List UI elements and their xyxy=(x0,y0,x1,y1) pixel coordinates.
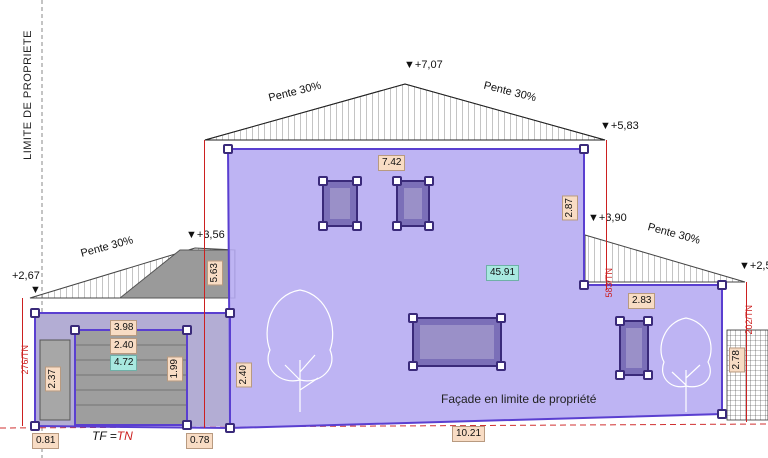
level-main-eave: ▼+5,83 xyxy=(600,120,639,132)
handle-w4-tr[interactable] xyxy=(643,316,653,326)
tag-main-area[interactable]: 45.91 xyxy=(486,265,520,281)
tag-garage-height[interactable]: 5.63 xyxy=(207,260,223,286)
tag-wall-height-240[interactable]: 2.40 xyxy=(236,362,252,388)
handle-w2-tr[interactable] xyxy=(424,176,434,186)
tag-right-height[interactable]: 2.78 xyxy=(729,347,745,373)
dim-line-far-right xyxy=(746,282,747,422)
property-line-label: LIMITE DE PROPRIETE xyxy=(22,30,34,160)
handle-right-br[interactable] xyxy=(717,409,727,419)
handle-w1-tl[interactable] xyxy=(318,176,328,186)
level-left-eave-marker: ▼ xyxy=(30,284,41,296)
handle-w2-bl[interactable] xyxy=(392,221,402,231)
tag-base-width[interactable]: 10.21 xyxy=(452,426,486,442)
handle-w4-br[interactable] xyxy=(643,370,653,380)
tag-left-door-2[interactable]: 2.40 xyxy=(110,338,138,354)
main-facade-selection xyxy=(226,148,723,430)
tree-outline-1 xyxy=(266,289,334,412)
handle-garage-tl[interactable] xyxy=(70,325,80,335)
handle-main-tr[interactable] xyxy=(579,144,589,154)
tag-left-area[interactable]: 4.72 xyxy=(110,355,138,371)
handle-w2-br[interactable] xyxy=(424,221,434,231)
level-garage-top: ▼+3,56 xyxy=(186,229,225,241)
handle-w3-br[interactable] xyxy=(496,361,506,371)
handle-w1-tr[interactable] xyxy=(352,176,362,186)
handle-main-tl[interactable] xyxy=(223,144,233,154)
tree-outline-2 xyxy=(660,317,712,412)
tag-corner-081[interactable]: 0.81 xyxy=(32,433,60,449)
red-dim-main: 583/TN xyxy=(604,268,614,298)
tag-left-vert-199[interactable]: 1.99 xyxy=(167,356,183,382)
tag-left-door-width[interactable]: 3.98 xyxy=(110,320,138,336)
main-roof xyxy=(204,83,606,141)
level-ridge: ▼+7,07 xyxy=(404,59,443,71)
fence-grid xyxy=(726,329,768,421)
tag-corner-078[interactable]: 0.78 xyxy=(186,433,214,449)
tag-left-vert-237[interactable]: 2.37 xyxy=(45,366,61,392)
handle-w1-br[interactable] xyxy=(352,221,362,231)
handle-right-tl[interactable] xyxy=(579,280,589,290)
ground-label: TF =TN xyxy=(92,429,133,443)
handle-right-tr[interactable] xyxy=(717,280,727,290)
dim-line-left xyxy=(22,298,23,426)
tag-right-window-width[interactable]: 2.83 xyxy=(628,293,656,309)
red-dim-left: 276/TN xyxy=(20,345,30,375)
level-left-eave: +2,67 xyxy=(12,270,40,282)
handle-left-tr[interactable] xyxy=(225,308,235,318)
handle-main-bl[interactable] xyxy=(225,423,235,433)
dim-line-main xyxy=(204,140,205,428)
handle-w2-tl[interactable] xyxy=(392,176,402,186)
dim-line-right xyxy=(606,140,607,290)
red-dim-far: 202/TN xyxy=(744,305,754,335)
handle-left-bl[interactable] xyxy=(30,421,40,431)
handle-w1-bl[interactable] xyxy=(318,221,328,231)
handle-left-tl[interactable] xyxy=(30,308,40,318)
level-right-roof: ▼+3,90 xyxy=(588,212,627,224)
handle-w3-bl[interactable] xyxy=(408,361,418,371)
handle-w4-tl[interactable] xyxy=(615,316,625,326)
handle-w3-tl[interactable] xyxy=(408,313,418,323)
handle-w3-tr[interactable] xyxy=(496,313,506,323)
tag-window-width[interactable]: 7.42 xyxy=(378,155,406,171)
handle-garage-tr[interactable] xyxy=(182,325,192,335)
tag-right-section[interactable]: 2.87 xyxy=(562,195,578,221)
facade-caption: Façade en limite de propriété xyxy=(441,392,597,406)
handle-garage-br[interactable] xyxy=(182,420,192,430)
handle-w4-bl[interactable] xyxy=(615,370,625,380)
ground-line xyxy=(0,423,768,429)
level-right-edge: ▼+2,5 xyxy=(739,260,768,272)
